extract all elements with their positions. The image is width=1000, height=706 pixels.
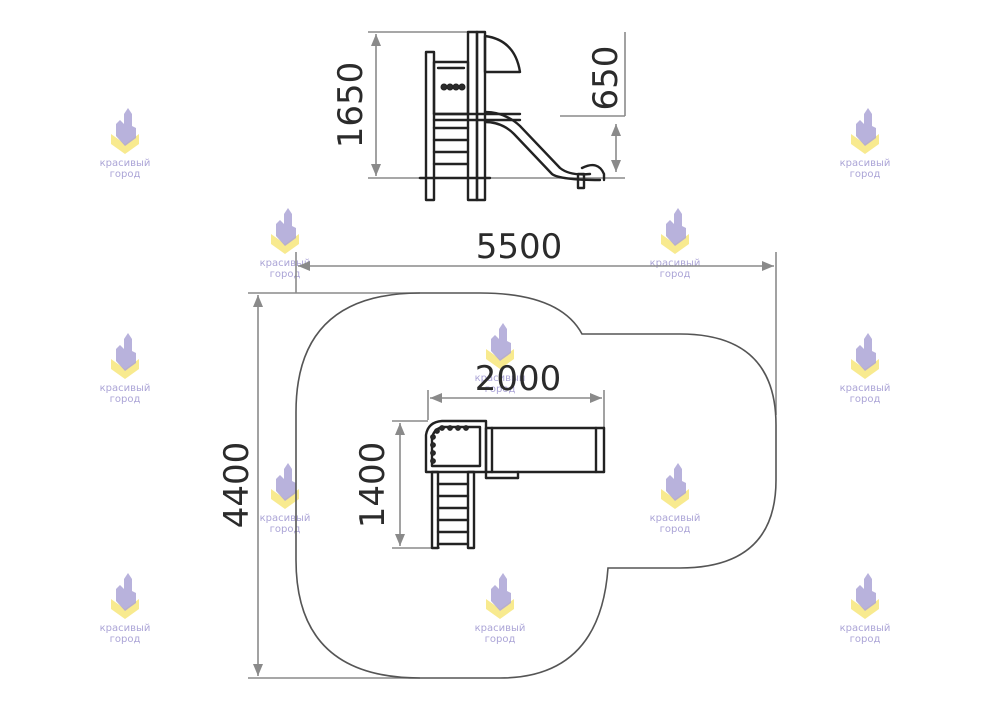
watermark-text-line1: красивый (650, 513, 701, 524)
watermark-text-line2: город (110, 394, 141, 405)
watermark-text-line2: город (485, 384, 516, 395)
rail-balls (440, 83, 466, 91)
tower-side (418, 30, 522, 202)
watermark-text-line1: красивый (650, 258, 701, 269)
watermark-text-line1: красивый (260, 513, 311, 524)
dimension-equipment-depth: 1400 (353, 420, 440, 549)
side-elevation-view: 1650 650 (331, 30, 626, 202)
label-zone-width: 5500 (476, 227, 563, 267)
watermark-text-line1: красивый (840, 383, 891, 394)
watermark-text-line2: город (850, 394, 881, 405)
dimension-side-height: 1650 (331, 31, 474, 179)
watermark-text-line1: красивый (100, 158, 151, 169)
label-equipment-depth: 1400 (353, 442, 393, 529)
watermark-text-line2: город (110, 634, 141, 645)
plan-view: 5500 4400 2000 140 (217, 227, 777, 679)
watermark-layer: красивыйгородкрасивыйгородкрасивыйгородк… (100, 108, 891, 645)
label-side-height: 1650 (331, 62, 371, 149)
dimension-equipment-width: 2000 (427, 359, 605, 428)
watermark-text-line2: город (660, 269, 691, 280)
watermark-text-line2: город (660, 524, 691, 535)
watermark-text-line2: город (110, 169, 141, 180)
safety-zone-outline (295, 292, 777, 679)
watermark-text-line2: город (270, 524, 301, 535)
watermark-text-line2: город (270, 269, 301, 280)
dimension-zone-depth: 4400 (217, 292, 420, 679)
watermark-text-line1: красивый (840, 158, 891, 169)
label-equipment-width: 2000 (475, 359, 562, 399)
rail-beads (430, 425, 469, 464)
watermark-text-line2: город (850, 634, 881, 645)
watermark-text-line1: красивый (475, 623, 526, 634)
watermark-text-line1: красивый (260, 258, 311, 269)
watermark-text-line1: красивый (475, 373, 526, 384)
watermark-text-line1: красивый (100, 623, 151, 634)
watermark-text-line1: красивый (840, 623, 891, 634)
label-slide-height: 650 (586, 46, 626, 111)
slide-side (483, 110, 606, 190)
dimension-slide-height: 650 (560, 32, 626, 179)
watermark-text-line2: город (850, 169, 881, 180)
watermark-text-line1: красивый (100, 383, 151, 394)
equipment-plan (424, 419, 606, 550)
dimension-zone-width: 5500 (295, 227, 777, 415)
label-zone-depth: 4400 (217, 442, 257, 529)
watermark-text-line2: город (485, 634, 516, 645)
